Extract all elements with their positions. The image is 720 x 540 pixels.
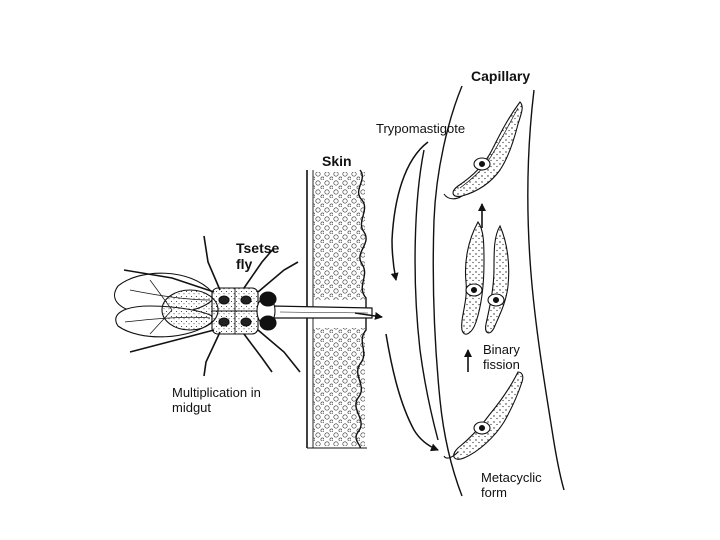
arrow-trypomastigote-to-fly [392, 142, 428, 280]
skin-tissue [313, 172, 365, 300]
trypomastigote-top [444, 102, 522, 199]
capillary-wall-right [528, 90, 564, 490]
arrow-skin-to-metacyclic [386, 334, 438, 450]
skin-tissue-lower [313, 328, 365, 446]
metacyclic-label: Metacyclic form [481, 470, 559, 500]
skin-label: Skin [322, 153, 352, 169]
fly-abdomen [162, 290, 218, 330]
tsetse-fly-label: Tsetse fly [236, 240, 288, 272]
capillary-wall-outer [415, 150, 438, 440]
trypanosome-bottom [444, 372, 523, 459]
binary-fission-label: Binary fission [483, 342, 539, 372]
capillary-label: Capillary [471, 68, 530, 84]
trypomastigote-label: Trypomastigote [376, 121, 465, 136]
proboscis [272, 306, 382, 318]
fly-eye-lower [260, 316, 276, 330]
capillary-wall-left [433, 86, 462, 496]
fly-eye-upper [260, 292, 276, 306]
multiplication-label: Multiplication in midgut [172, 385, 272, 415]
dividing-trypanosome [462, 222, 509, 334]
